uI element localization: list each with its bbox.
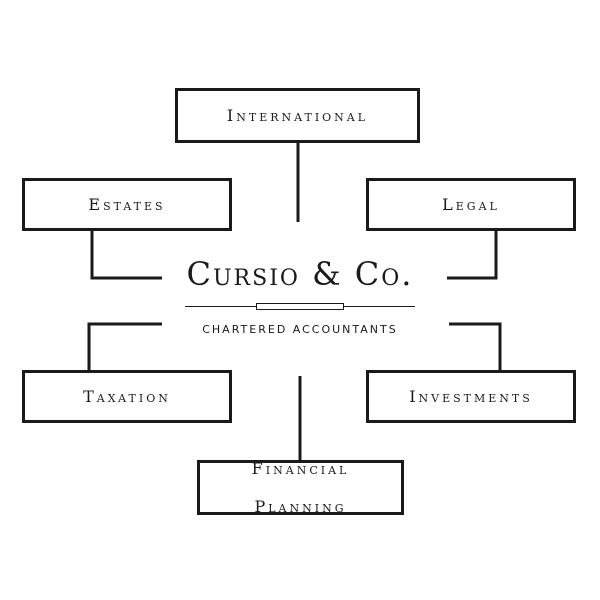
taxation-label: Taxation <box>83 386 171 406</box>
financial-planning-label: Financial Planning <box>252 440 350 536</box>
financial-planning-box: Financial Planning <box>197 459 404 516</box>
investments-box: Investments <box>366 370 576 423</box>
connector-legal <box>447 231 498 280</box>
estates-box: Estates <box>22 178 232 231</box>
legal-box: Legal <box>366 178 576 231</box>
international-label: International <box>226 105 369 125</box>
investments-label: Investments <box>409 386 533 406</box>
financial-planning-line2: Planning <box>254 497 347 517</box>
financial-planning-line1: Financial <box>251 458 350 478</box>
company-name: Cursio & Co. <box>186 255 414 293</box>
connector-investments <box>449 322 502 370</box>
legal-label: Legal <box>442 194 500 214</box>
taxation-box: Taxation <box>22 370 232 423</box>
international-box: International <box>175 88 420 143</box>
connector-estates <box>90 231 162 280</box>
connector-taxation <box>87 322 162 370</box>
company-logo: Cursio & Co. CHARTERED ACCOUNTANTS <box>160 255 440 345</box>
estates-label: Estates <box>88 194 166 214</box>
company-tagline: CHARTERED ACCOUNTANTS <box>202 323 398 336</box>
logo-divider-bar <box>256 303 344 310</box>
